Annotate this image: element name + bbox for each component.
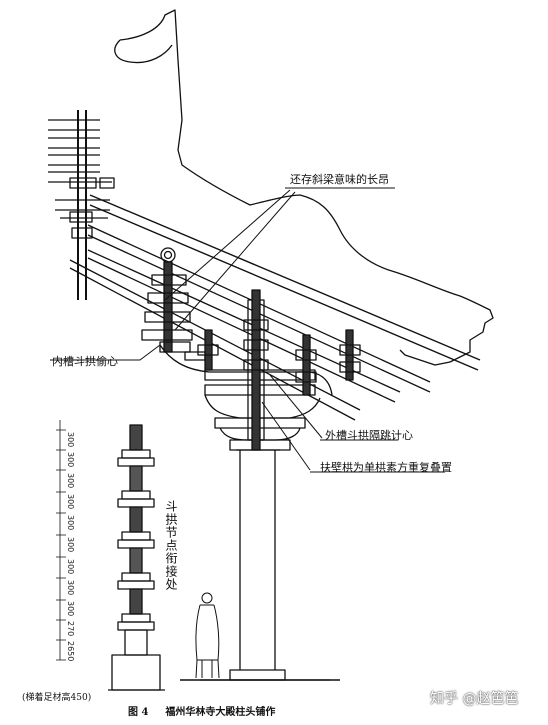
sloping-beams (69, 194, 481, 421)
dim-3: 300 (66, 494, 75, 510)
label-inner-bracket: 内槽斗拱偷心 (52, 355, 118, 368)
dimension-section-stack (56, 420, 165, 691)
inner-bracket-stack (141, 247, 193, 353)
figure-number: 图 4 (128, 707, 149, 718)
dim-6: 300 (66, 559, 75, 575)
label-wall-bracket: 扶壁栱为单栱素方重复叠置 (320, 461, 452, 474)
label-long-ang: 还存斜梁意味的长昂 (290, 173, 389, 186)
label-bracket-joint: 斗拱节点衔接处 (164, 500, 178, 591)
human-figure (195, 592, 220, 679)
dim-9: 270 (66, 621, 75, 637)
main-bracket-cluster (159, 289, 333, 451)
label-section-height: (梯着足材高450) (22, 693, 92, 703)
dim-5: 300 (66, 537, 75, 553)
dim-8: 300 (66, 601, 75, 617)
dim-10: 2650 (66, 641, 75, 662)
dim-4: 300 (66, 515, 75, 531)
figure-title: 福州华林寺大殿柱头铺作 (165, 707, 276, 718)
leader-lines (50, 187, 445, 473)
roof-outline (119, 9, 494, 366)
figure-caption: 图 4 福州华林寺大殿柱头铺作 (128, 703, 275, 718)
outer-bracket-posts (197, 329, 361, 396)
watermark: 知乎 @赵笆笆 (430, 691, 519, 707)
dim-0: 300 (66, 432, 75, 448)
column (180, 449, 340, 681)
label-outer-bracket: 外槽斗拱隔跳计心 (325, 429, 413, 442)
dim-7: 300 (66, 580, 75, 596)
roof-inner-edge (114, 39, 173, 64)
dim-2: 300 (66, 473, 75, 489)
beam-stack-topleft (48, 110, 115, 300)
dim-1: 300 (66, 452, 75, 468)
